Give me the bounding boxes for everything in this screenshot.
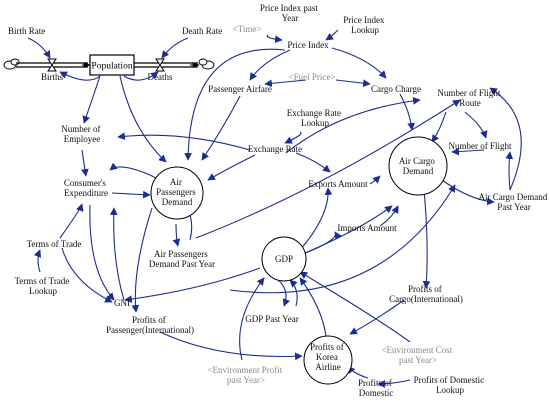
profits-of-korea-airline-node [303,335,353,385]
death-rate-label: Death Rate [182,26,222,36]
cargo-charge-label: Cargo Charge [371,84,421,94]
population-stock-box [89,54,135,76]
deaths-pipe [134,62,198,68]
air-cargo-demand-node [388,136,448,196]
time-label: <Time> [233,24,262,34]
consumers-expenditure-label: Consumer's Expenditure [64,178,108,198]
air-passengers-demand-label: Air Passengers Demand [156,177,198,207]
air-passengers-demand-node [150,166,204,220]
price-index-lookup-label: Price Index Lookup [343,15,386,35]
birth-rate-label: Birth Rate [8,26,45,36]
number-of-flight-route-label: Number of Flight Route [437,88,502,108]
profits-of-domestic-lookup-label: Profits of Domestic Lookup [414,375,487,395]
exchange-rate-lookup-label: Exchange Rate Lookup [287,108,343,128]
deaths-valve-icon [155,58,165,72]
price-index-label: Price Index [287,40,329,50]
key-variable-nodes [150,136,448,385]
population-label: Population [91,62,132,72]
population-stock-structure: Population Births Deaths [3,54,215,82]
air-passengers-demand-past-year-label: Air Passengers Demand Past Year [149,249,215,269]
causal-links [27,29,522,388]
gdp-node [261,236,307,282]
environment-profit-past-year-label: <Environment Profit past Year> [207,365,284,385]
gdp-label: GDP [275,254,293,264]
profits-of-cargo-label: Profits of Cargo(International) [389,284,463,304]
births-label: Births [41,72,64,82]
profits-of-domestic-label: Profits of Domestic [358,378,394,398]
air-cargo-demand-past-year-label: Air Cargo Demand Past Year [478,192,549,212]
gni-label: GNI [114,298,130,308]
births-valve-icon [47,58,57,72]
passenger-airfare-label: Passenger Airfare [208,84,272,94]
exports-amount-label: Exports Amount [308,179,368,189]
price-index-past-year-label: Price Index past Year [260,3,320,23]
terms-of-trade-label: Terms of Trade [27,239,82,249]
deaths-label: Deaths [148,72,173,82]
profits-of-passenger-label: Profits of Passenger(International) [106,315,194,335]
air-cargo-demand-label: Air Cargo Demand [399,156,437,176]
terms-of-trade-lookup-label: Terms of Trade Lookup [14,276,71,296]
exchange-rate-label: Exchange Rate [248,144,302,154]
imports-amount-label: Imports Amount [337,223,397,233]
profits-of-korea-airline-label: Profits of Korea Airline [310,342,346,372]
environment-cost-past-year-label: <Environment Cost past Year> [381,345,454,365]
gdp-past-year-label: GDP Past Year [245,314,298,324]
number-of-flight-label: Number of Flight [449,141,512,151]
fuel-price-label: <Fuel Price> [289,72,336,82]
number-of-employee-label: Number of Employee [61,124,103,144]
variable-labels: Birth Rate Death Rate Price Index past Y… [8,3,549,398]
sink-cloud-icon [198,58,215,70]
